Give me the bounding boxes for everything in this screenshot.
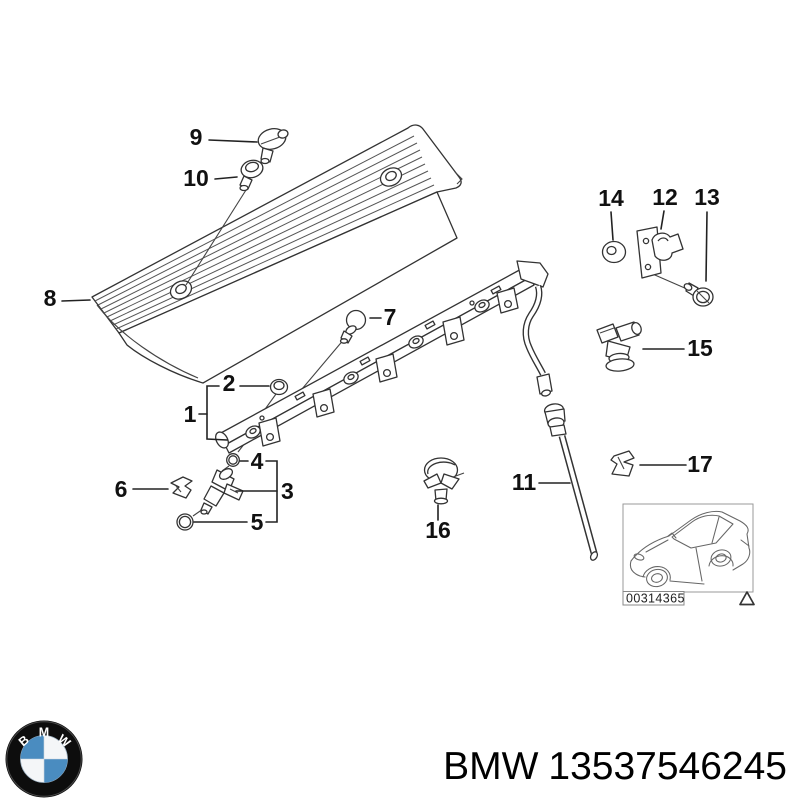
callout-11: 11 bbox=[512, 469, 537, 495]
bolt-13 bbox=[683, 282, 714, 307]
cover-screw-9 bbox=[257, 128, 289, 165]
callout-9: 9 bbox=[190, 124, 203, 150]
callout-3: 3 bbox=[281, 478, 294, 504]
bmw-coupe-sketch-icon bbox=[629, 510, 751, 588]
cover-boss-left bbox=[169, 280, 193, 300]
fuel-rail bbox=[185, 156, 688, 517]
callout-7: 7 bbox=[384, 304, 397, 330]
cover-boss-right bbox=[379, 167, 403, 187]
callout-4: 4 bbox=[251, 448, 264, 474]
injector-clip-6 bbox=[170, 476, 193, 499]
callout-5: 5 bbox=[251, 509, 264, 535]
callout-2: 2 bbox=[223, 370, 236, 396]
callout-13: 13 bbox=[694, 184, 720, 210]
engine-cover bbox=[91, 124, 463, 384]
rail-plug-2 bbox=[269, 378, 289, 396]
rail-screw-7 bbox=[339, 309, 367, 344]
cover-screw-10 bbox=[239, 159, 264, 192]
rail-injector-ports bbox=[245, 299, 490, 439]
o-ring-lower bbox=[176, 513, 194, 531]
brand-text: BMW bbox=[443, 745, 539, 788]
grommet-14 bbox=[601, 240, 627, 264]
callout-12: 12 bbox=[652, 184, 678, 210]
rail-mount-tabs bbox=[258, 287, 519, 447]
callout-17: 17 bbox=[687, 451, 713, 477]
vent-hose bbox=[543, 403, 599, 561]
retaining-clip-17 bbox=[610, 450, 635, 477]
callout-8: 8 bbox=[44, 285, 57, 311]
drawing-number: 00314365 bbox=[626, 592, 685, 606]
callout-6: 6 bbox=[115, 476, 128, 502]
callout-labels: 9 10 8 7 2 1 4 6 3 5 14 12 13 15 17 11 1… bbox=[44, 124, 720, 543]
bracket-clip-12 bbox=[636, 226, 684, 279]
callout-16: 16 bbox=[425, 517, 451, 543]
o-ring-upper bbox=[226, 453, 240, 467]
holder-clip-16 bbox=[423, 457, 465, 505]
callout-14: 14 bbox=[598, 185, 624, 211]
triangle-marker-icon bbox=[739, 591, 755, 606]
bmw-roundel-icon: B M W bbox=[5, 720, 83, 798]
part-number-text: 13537546245 bbox=[548, 745, 787, 788]
callout-1: 1 bbox=[184, 401, 197, 427]
fuel-injector bbox=[200, 468, 244, 515]
leader-lines bbox=[61, 139, 708, 523]
callout-15: 15 bbox=[687, 335, 713, 361]
vent-valve-15 bbox=[596, 321, 642, 372]
car-thumbnail: 00314365 bbox=[622, 503, 755, 606]
roundel-letter-m: M bbox=[39, 726, 49, 740]
callout-10: 10 bbox=[183, 165, 209, 191]
